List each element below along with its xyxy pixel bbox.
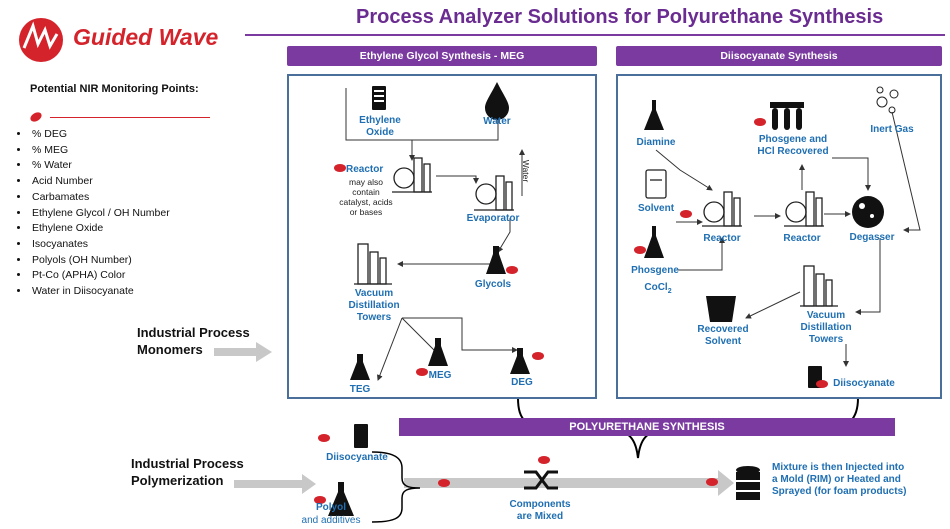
probe-icon — [318, 434, 330, 442]
reactor-2-label: Reactor — [783, 233, 821, 244]
cocl2-label: CoCl2 — [644, 282, 672, 295]
probe-icon — [334, 164, 346, 172]
probe-icon — [416, 368, 428, 376]
flask-icon-glycols — [486, 246, 506, 274]
probe-icon — [438, 479, 450, 487]
deg-label: DEG — [511, 377, 533, 388]
water-label: Water — [483, 116, 511, 127]
reactor-icon-meg — [392, 157, 432, 193]
monomers-label: Industrial Process Monomers — [137, 325, 250, 357]
list-item: Polyols (OH Number) — [30, 253, 170, 269]
flask-icon-deg — [510, 348, 530, 374]
list-item: Ethylene Oxide — [30, 221, 170, 237]
tower-icon-diiso — [800, 265, 838, 307]
flask-icon-teg — [350, 354, 370, 380]
flask-icon-meg — [428, 338, 448, 366]
probe-icon — [816, 380, 828, 388]
tower-icon-meg — [354, 243, 392, 285]
list-item: Acid Number — [30, 174, 170, 190]
diisocyanate-label: Diisocyanate — [833, 378, 895, 389]
reactor-label: Reactor — [346, 164, 384, 175]
components-mixed-label: Components are Mixed — [509, 499, 571, 522]
reactor-1-label: Reactor — [703, 233, 741, 244]
degasser-label: Degasser — [849, 232, 895, 243]
probe-icon — [680, 210, 692, 218]
polyurethane-synthesis-bar: POLYURETHANE SYNTHESIS — [399, 418, 895, 436]
meg-section-header: Ethylene Glycol Synthesis - MEG — [287, 46, 597, 66]
bubbles-icon — [876, 86, 899, 114]
beaker-icon-eo — [372, 86, 386, 110]
vacuum-towers-label: Vacuum Distillation Towers — [348, 288, 400, 323]
list-item: % Water — [30, 158, 170, 174]
nir-drop-icon — [30, 112, 42, 122]
probe-icon — [754, 118, 766, 126]
probe-icon — [314, 496, 326, 504]
nir-divider — [50, 117, 210, 118]
probe-icon — [634, 246, 646, 254]
title-underline — [245, 34, 945, 36]
flask-icon-diamine — [644, 100, 664, 130]
flask-icon-phosgene — [644, 226, 664, 258]
water-drop-icon — [485, 82, 509, 120]
beaker-outline-icon — [645, 169, 667, 199]
solvent-label: Solvent — [637, 203, 675, 214]
nir-list: % DEG % MEG % Water Acid Number Carbamat… — [12, 127, 170, 300]
ethylene-oxide-label: Ethylene Oxide — [359, 115, 401, 138]
phosgene-hcl-label: Phosgene and HCl Recovered — [757, 134, 829, 157]
polymerization-label: Industrial Process Polymerization — [131, 456, 244, 488]
diiso-connectors — [655, 111, 921, 367]
brand-name: Guided Wave — [73, 24, 219, 50]
database-icon — [736, 466, 760, 500]
degasser-icon — [852, 196, 884, 228]
probe-icon — [506, 266, 518, 274]
diiso-panel — [616, 74, 942, 399]
list-item: Ethylene Glycol / OH Number — [30, 206, 170, 222]
shuffle-icon — [524, 470, 558, 490]
probe-icon — [532, 352, 544, 360]
probe-icon — [538, 456, 550, 464]
bottom-brace — [371, 451, 421, 523]
reactor-icon-1 — [702, 191, 742, 227]
bottom-diisocyanate-label: Diisocyanate — [326, 452, 388, 463]
measuring-cup-icon — [706, 296, 736, 322]
monomers-arrow — [214, 342, 272, 362]
meg-panel — [287, 74, 597, 399]
beaker-icon-bottom — [354, 424, 368, 448]
page-title: Process Analyzer Solutions for Polyureth… — [356, 6, 884, 28]
flask-icon-polyol — [328, 482, 354, 516]
inert-gas-label: Inert Gas — [870, 124, 914, 135]
evaporator-label: Evaporator — [466, 213, 520, 224]
diamine-label: Diamine — [636, 137, 676, 148]
evaporator-icon — [474, 175, 514, 211]
mixture-label: Mixture is then Injected into a Mold (RI… — [772, 462, 907, 497]
nir-probe-markers — [314, 118, 828, 504]
diiso-section-header: Diisocyanate Synthesis — [616, 46, 942, 66]
list-item: % DEG — [30, 127, 170, 143]
vacuum-towers-diiso-label: Vacuum Distillation Towers — [800, 310, 852, 345]
glycols-label: Glycols — [474, 279, 512, 290]
polyol-label: Polyol — [315, 502, 346, 513]
polyol-note: and additives — [301, 515, 361, 526]
test-tubes-icon — [770, 102, 804, 130]
reactor-note: may also contain catalyst, acids or base… — [339, 177, 393, 217]
meg-label: MEG — [428, 370, 452, 381]
guided-wave-logo-icon — [19, 18, 63, 62]
probe-icon — [706, 478, 718, 486]
reactor-icon-2 — [784, 191, 824, 227]
polymerization-arrow — [234, 470, 734, 496]
water-side-label: Water — [521, 159, 532, 183]
list-item: Isocyanates — [30, 237, 170, 253]
list-item: Carbamates — [30, 190, 170, 206]
recovered-solvent-label: Recovered Solvent — [697, 324, 749, 347]
phosgene-label: Phosgene — [631, 265, 679, 276]
teg-label: TEG — [349, 384, 371, 395]
list-item: Pt-Co (APHA) Color — [30, 268, 170, 284]
list-item: % MEG — [30, 143, 170, 159]
list-item: Water in Diisocyanate — [30, 284, 170, 300]
nir-heading: Potential NIR Monitoring Points: — [30, 83, 199, 95]
